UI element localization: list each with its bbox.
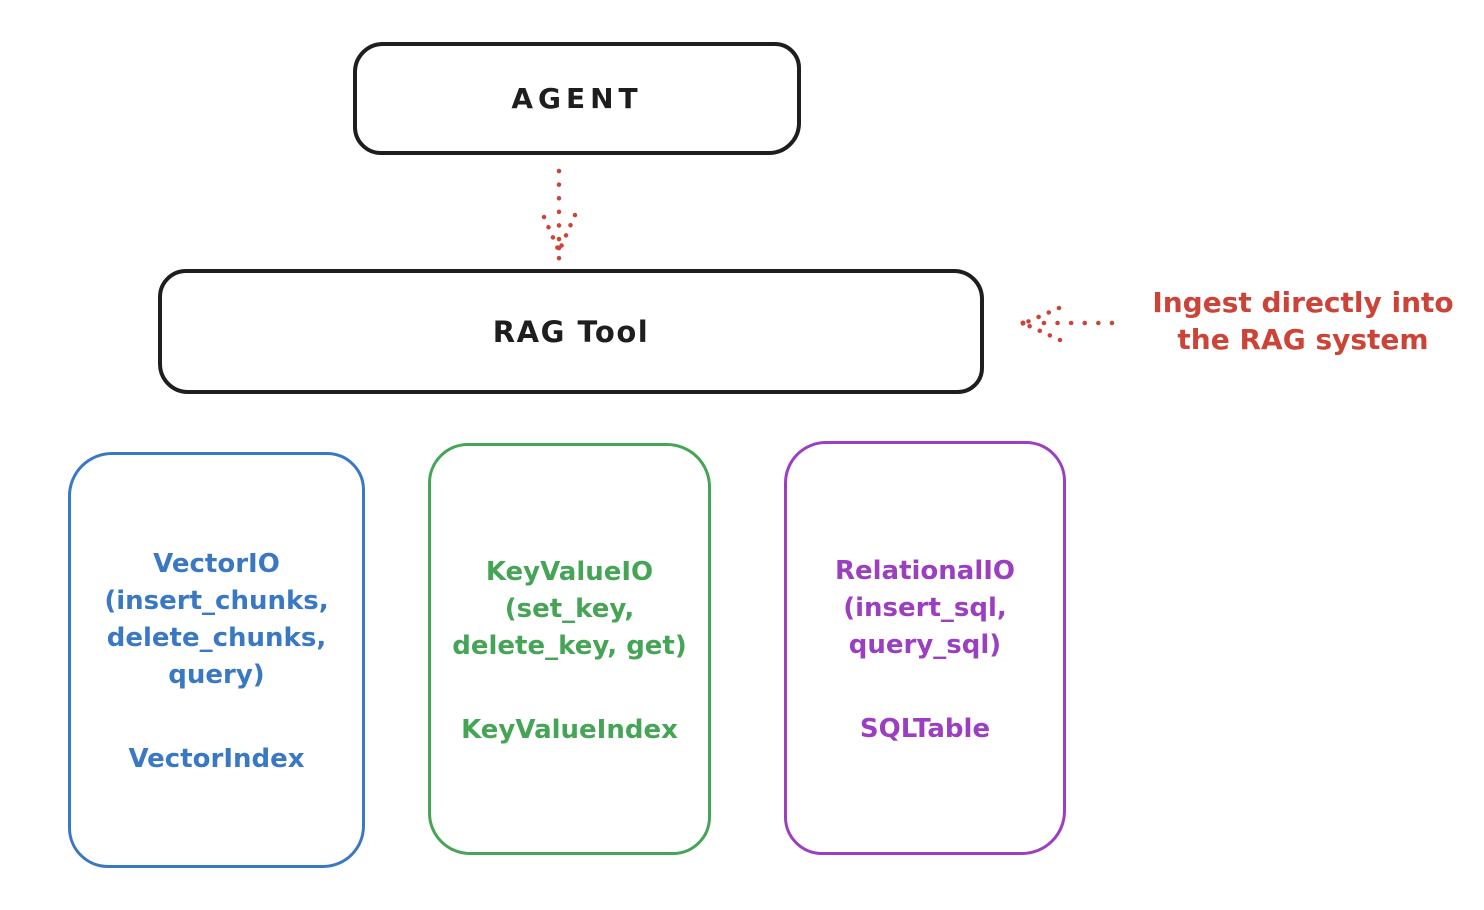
relational-io-text: RelationalIO (insert_sql, query_sql) [835, 553, 1015, 664]
relational-io-node: RelationalIO (insert_sql, query_sql) SQL… [784, 441, 1066, 855]
vector-index-label: VectorIndex [128, 744, 305, 774]
keyvalue-index-label: KeyValueIndex [461, 714, 678, 745]
vector-io-text: VectorIO (insert_chunks, delete_chunks, … [104, 546, 328, 694]
rag-tool-node: RAG Tool [158, 269, 984, 394]
node-text-line: delete_chunks, [106, 623, 327, 653]
agent-node-label: AGENT [511, 82, 643, 115]
node-text-line: (set_key, [504, 593, 635, 624]
node-text-line: VectorIO [153, 549, 280, 579]
node-text-line: RelationalIO [834, 555, 1016, 586]
vector-io-node: VectorIO (insert_chunks, delete_chunks, … [68, 452, 365, 868]
annotation-line-1: Ingest directly into [1152, 286, 1454, 319]
agent-to-ragtool-arrow [541, 168, 578, 262]
node-text-line: (insert_chunks, [104, 586, 329, 616]
node-text-line: query) [168, 660, 265, 690]
annotation-to-ragtool-arrow [1020, 305, 1115, 343]
node-text-line: delete_key, get) [452, 630, 687, 661]
keyvalue-io-text: KeyValueIO (set_key, delete_key, get) [452, 554, 687, 665]
node-text-line: (insert_sql, [843, 592, 1007, 623]
node-text-line: KeyValueIO [485, 556, 654, 587]
keyvalue-io-node: KeyValueIO (set_key, delete_key, get) Ke… [428, 443, 711, 855]
annotation-line-2: the RAG system [1177, 323, 1429, 356]
annotation-text: Ingest directly into the RAG system [1128, 284, 1478, 358]
relational-sqltable-label: SQLTable [859, 713, 991, 744]
node-text-line: query_sql) [848, 629, 1002, 660]
rag-tool-node-label: RAG Tool [492, 314, 650, 349]
agent-node: AGENT [353, 42, 801, 155]
